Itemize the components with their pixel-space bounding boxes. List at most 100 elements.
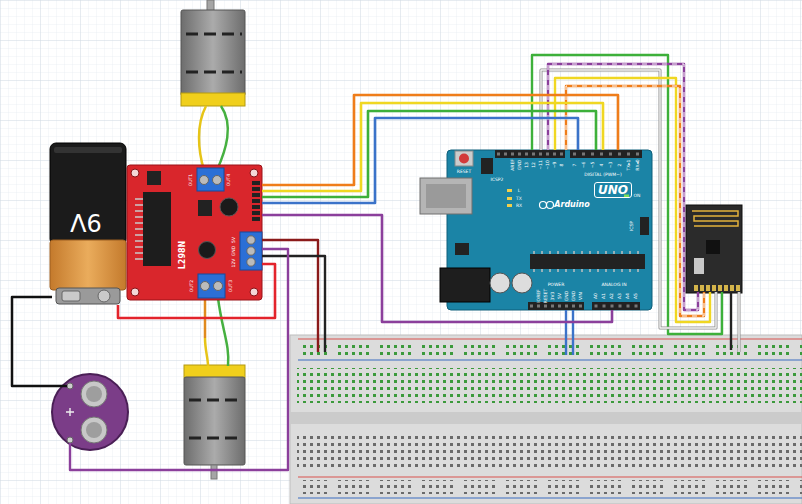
pin-label: ~10 [545, 160, 550, 170]
nrf24-module [686, 205, 742, 293]
header-title: DIGITAL (PWM~) [584, 173, 621, 178]
terminal-strip [297, 432, 802, 467]
pin-label: 2 [617, 164, 622, 167]
jumper-wire [738, 292, 741, 352]
status-led [507, 189, 512, 192]
mount-hole [250, 288, 258, 296]
regulator [455, 243, 469, 255]
pin-label: IOREF [536, 289, 541, 302]
terminal-strip [297, 368, 802, 403]
jumper-wire [541, 70, 716, 328]
terminal-label: 5V [232, 237, 237, 243]
jumper-wire [738, 292, 739, 352]
crystal [694, 258, 704, 274]
driver-chip [143, 192, 171, 266]
battery-terminal [62, 291, 80, 301]
pin-header [592, 302, 640, 310]
battery-9v [50, 143, 126, 304]
terminal-screw [201, 282, 210, 291]
pin-label: A4 [626, 293, 631, 299]
pin-label: 8 [559, 164, 564, 167]
silk-label: ICSP2 [491, 178, 504, 183]
breadboard-body [290, 335, 802, 504]
battery-lead [12, 297, 67, 386]
terminal-screw [247, 247, 255, 255]
module-pcb [686, 205, 742, 293]
control-pin [252, 181, 260, 221]
jumper-wire [262, 118, 578, 203]
status-led [507, 197, 512, 200]
l298n-board [127, 165, 262, 300]
switch-lug [67, 437, 73, 443]
motor-stripe [189, 400, 241, 438]
rail-line [298, 360, 802, 361]
l298n-driver-board: L298NOUT1OUT4OUT2OUT35VGND12V [127, 165, 262, 300]
switch-pad [81, 417, 107, 443]
jumper-wire [70, 249, 288, 470]
jumper-wire [262, 256, 325, 352]
regulator [198, 200, 212, 216]
terminal-label: OUT1 [189, 174, 194, 186]
rail-line [298, 339, 802, 340]
motor-body [184, 377, 245, 465]
microcontroller [530, 254, 645, 269]
jumper-wire [532, 55, 722, 334]
terminal-screw [247, 236, 255, 244]
mount-hole [131, 169, 139, 177]
pin-label: ~6 [581, 162, 586, 169]
pin-label: TX▸1 [626, 160, 631, 171]
power-jack [440, 268, 490, 302]
pin-label: RESET [543, 288, 548, 302]
usb-connector [426, 184, 466, 208]
jumper-wire [262, 95, 618, 185]
screw-terminal [197, 168, 224, 191]
usb-connector [420, 178, 472, 214]
pin-header [528, 302, 584, 310]
pin-label: RX◂0 [635, 159, 640, 170]
terminal-screw [213, 176, 222, 185]
jumper-wire [730, 292, 732, 350]
pin-header [528, 302, 584, 310]
battery-label: 9V [70, 210, 102, 234]
pin-label: 3V3 [550, 291, 555, 300]
pin-header [592, 302, 640, 310]
pin-label: GND [571, 290, 576, 300]
capacitor [220, 198, 238, 216]
arduino-uno-board [420, 150, 652, 310]
header-title: ANALOG IN [601, 283, 626, 288]
terminal-screw [214, 282, 223, 291]
reset-button [455, 151, 473, 166]
board-model: UNO [594, 182, 632, 198]
dc-motor [181, 0, 245, 170]
pin-label: 5V [557, 293, 562, 299]
power-rail [300, 342, 802, 356]
center-channel [290, 412, 802, 424]
motor-stripe [186, 34, 242, 72]
pin-label: 13 [524, 162, 529, 168]
icsp-header [481, 158, 493, 174]
pin-label: ~9 [552, 162, 557, 169]
terminal-label: 12V [232, 259, 237, 268]
icsp-header [640, 217, 649, 235]
battery-9v: 9V [48, 140, 128, 305]
capacitor [490, 273, 510, 293]
battery-terminal [98, 290, 110, 302]
motor-cap [184, 365, 245, 378]
capacitor [199, 242, 216, 259]
motor-lead [217, 106, 228, 170]
terminal-label: OUT3 [229, 280, 234, 292]
pin-label: AREF [510, 159, 515, 171]
motor-lead [218, 298, 228, 366]
terminal-screw [247, 258, 255, 266]
silk-label: ICSP [630, 221, 635, 231]
motor-cap [181, 93, 245, 106]
pin-label: GND [564, 290, 569, 300]
pin-label: A2 [610, 293, 615, 299]
switch-lug [67, 383, 73, 389]
pcb-antenna [692, 211, 738, 226]
jumper-wire [572, 310, 574, 355]
battery-snap [56, 288, 120, 304]
battery-body [50, 143, 126, 245]
